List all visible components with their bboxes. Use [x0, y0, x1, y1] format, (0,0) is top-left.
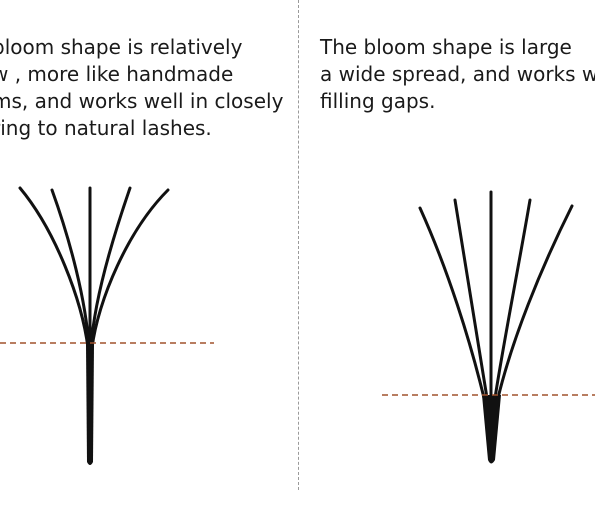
panel-divider: [298, 0, 299, 490]
left-lash-strand-1: [18, 186, 90, 350]
left-caption-line-2: w , more like handmade: [0, 62, 234, 86]
left-lash-strand-5: [90, 188, 170, 350]
right-lash-strand-2: [453, 198, 489, 400]
right-caption-line-2: a wide spread, and works w: [320, 62, 595, 86]
right-lash-base: [482, 395, 501, 464]
left-lash-strand-2: [50, 188, 91, 350]
right-lash-strand-5: [496, 204, 574, 400]
right-caption-line-1: The bloom shape is large: [320, 35, 572, 59]
left-lash-fan: [0, 186, 214, 465]
right-lash-fan: [382, 190, 595, 464]
right-caption: The bloom shape is large a wide spread, …: [320, 34, 595, 115]
right-lash-strand-1: [418, 206, 486, 400]
left-lash-base: [86, 345, 94, 465]
left-caption-line-1: bloom shape is relatively: [0, 35, 243, 59]
left-caption: bloom shape is relatively w , more like …: [0, 34, 283, 142]
left-caption-line-3: ms, and works well in closely: [0, 89, 284, 113]
left-caption-line-4: ring to natural lashes.: [0, 116, 212, 140]
left-lash-strand-4: [89, 186, 132, 350]
right-lash-strand-4: [493, 198, 532, 400]
right-caption-line-3: filling gaps.: [320, 89, 436, 113]
